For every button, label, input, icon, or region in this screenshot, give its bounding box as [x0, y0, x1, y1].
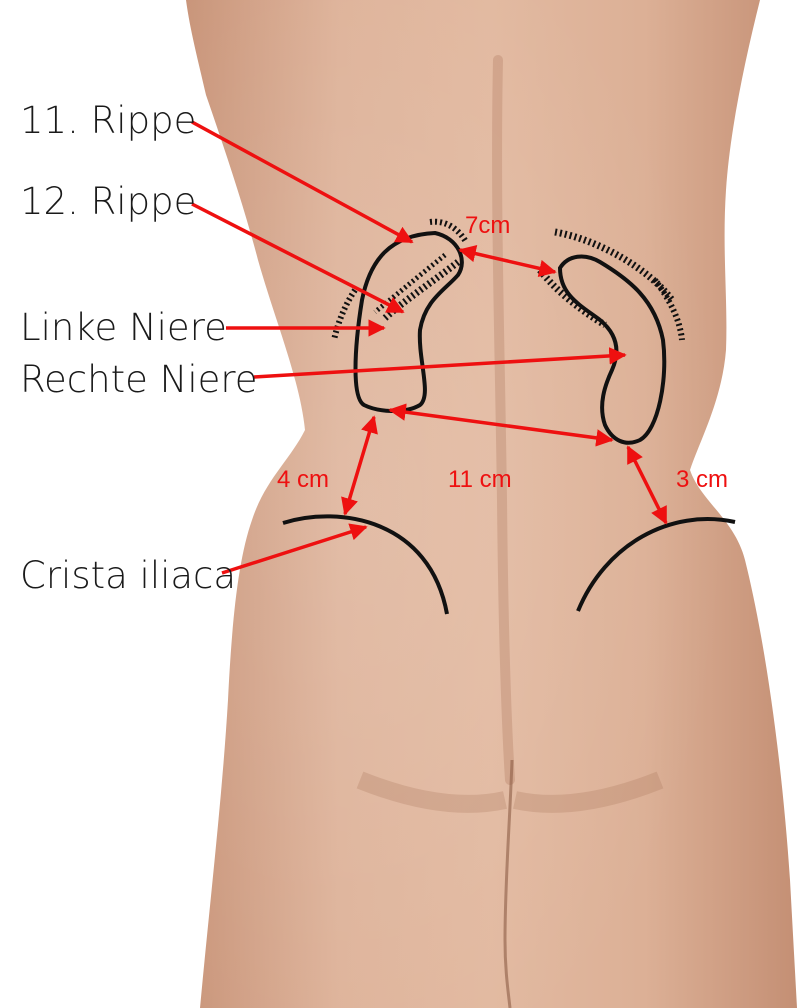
- measure-right-crest-label: 3 cm: [676, 466, 728, 493]
- label-right-kidney: Rechte Niere: [20, 358, 258, 401]
- label-left-kidney: Linke Niere: [20, 306, 227, 349]
- label-rib-12: 12. Rippe: [20, 180, 196, 223]
- measure-lower-poles-label: 11 cm: [448, 466, 512, 493]
- body-highlight: [186, 0, 797, 1008]
- measure-left-crest-label: 4 cm: [277, 466, 329, 493]
- measure-upper-poles-label: 7cm: [465, 212, 510, 239]
- label-iliac-crest: Crista iliaca: [20, 554, 236, 597]
- label-rib-11: 11. Rippe: [20, 99, 196, 142]
